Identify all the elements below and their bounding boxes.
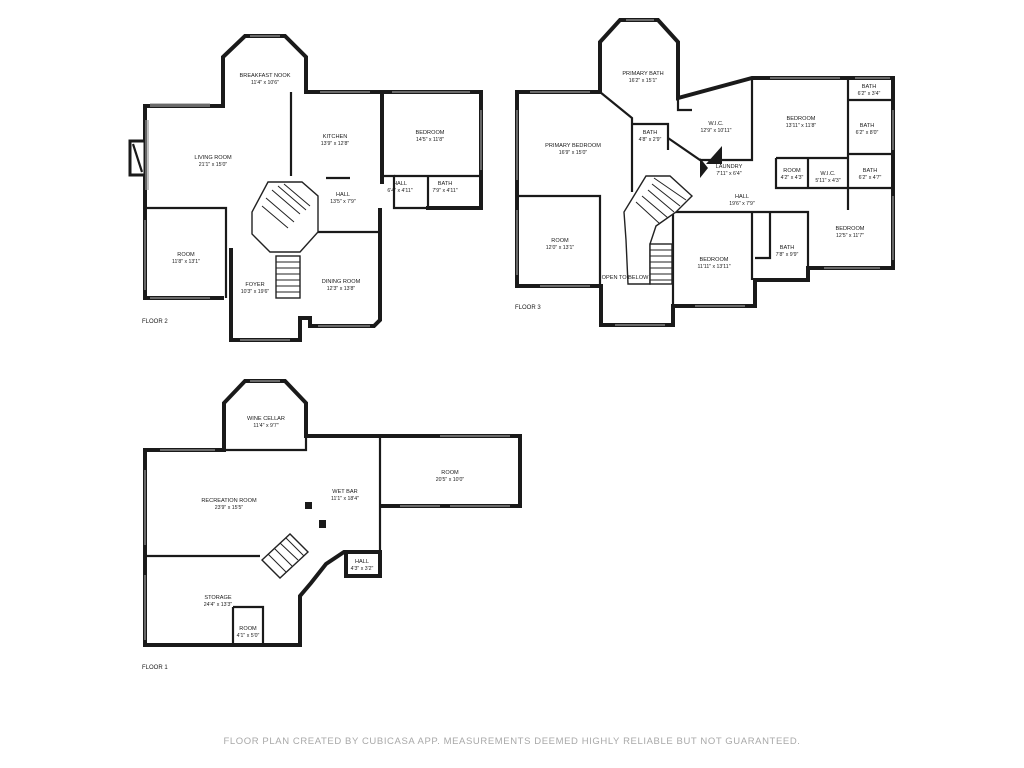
room-dimensions: 13'9" x 12'8" [321,141,350,147]
room-label: HALL [393,181,407,187]
room-dimensions: 10'3" x 19'6" [241,289,270,295]
room-label: W.I.C. [708,121,724,127]
room-dimensions: 24'4" x 13'3" [204,602,233,608]
room-dimensions: 4'2" x 4'3" [781,175,804,181]
room-label: ROOM [239,626,257,632]
room-label: ROOM [177,252,195,258]
room-dimensions: 6'4" x 4'11" [387,188,412,194]
floor-3-label: FLOOR 3 [515,305,541,311]
room-label: BEDROOM [787,116,816,122]
room-label: LIVING ROOM [194,155,232,161]
room-dimensions: 7'9" x 4'11" [432,188,457,194]
room-label: FOYER [245,282,264,288]
room-label: BATH [863,168,878,174]
room-label: LAUNDRY [716,164,743,170]
room-dimensions: 19'6" x 7'9" [729,201,755,207]
floor-2-plan: FLOOR 2 BREAKFAST NOOK 11'4" x 10'6" LIV… [128,34,483,342]
room-dimensions: 12'3" x 13'8" [327,286,356,292]
room-label: ROOM [551,238,569,244]
room-label: BATH [860,123,875,129]
room-dimensions: 13'5" x 7'9" [330,199,356,205]
room-dimensions: 11'8" x 13'1" [172,259,200,265]
room-dimensions: 12'9" x 10'11" [701,128,732,134]
disclaimer-text: FLOOR PLAN CREATED BY CUBICASA APP. MEAS… [223,736,801,747]
room-label: OPEN TO BELOW [602,275,649,281]
room-label: HALL [336,192,350,198]
room-label: W.I.C. [820,171,836,177]
room-label: PRIMARY BEDROOM [545,143,601,149]
room-label: BATH [862,84,877,90]
floor-3-plan: FLOOR 3 PRIMARY BATH 16'2" x 15'1" PRIMA… [515,18,895,327]
room-label: BEDROOM [416,130,445,136]
floor-1-plan: FLOOR 1 WINE CELLAR 11'4" x 9'7" RECREAT… [142,379,522,671]
room-label: PRIMARY BATH [622,71,663,77]
room-label: ROOM [783,168,801,174]
room-label: STORAGE [204,595,232,601]
room-dimensions: 20'5" x 10'0" [436,477,465,483]
room-label: DINING ROOM [322,279,361,285]
room-dimensions: 5'11" x 4'3" [815,178,840,184]
room-label: BREAKFAST NOOK [240,73,291,79]
room-dimensions: 16'2" x 15'1" [629,78,658,84]
room-dimensions: 7'11" x 6'4" [716,171,741,177]
room-dimensions: 6'2" x 8'0" [856,130,879,136]
room-dimensions: 12'5" x 11'7" [836,233,864,239]
room-dimensions: 4'1" x 5'0" [237,633,260,639]
room-dimensions: 11'4" x 10'6" [251,80,279,86]
room-dimensions: 11'4" x 9'7" [253,423,278,429]
room-label: HALL [735,194,749,200]
room-label: BEDROOM [836,226,865,232]
room-dimensions: 11'11" x 13'11" [697,264,730,270]
room-dimensions: 16'9" x 15'0" [559,150,588,156]
room-label: BATH [643,130,658,136]
room-dimensions: 6'2" x 4'7" [859,175,882,181]
room-dimensions: 11'1" x 18'4" [331,496,359,502]
room-label: ROOM [441,470,459,476]
floor-2-label: FLOOR 2 [142,319,168,325]
floor-1-label: FLOOR 1 [142,665,168,671]
room-dimensions: 21'1" x 15'0" [199,162,228,168]
room-label: HALL [355,559,369,565]
room-dimensions: 4'8" x 2'9" [639,137,662,143]
room-label: WET BAR [332,489,357,495]
room-dimensions: 13'11" x 11'8" [786,123,817,129]
room-dimensions: 23'9" x 15'5" [215,505,244,511]
room-dimensions: 14'5" x 11'8" [416,137,444,143]
room-dimensions: 6'2" x 3'4" [858,91,881,97]
room-dimensions: 7'8" x 9'9" [776,252,799,258]
room-label: KITCHEN [323,134,348,140]
room-label: RECREATION ROOM [201,498,257,504]
room-dimensions: 12'0" x 13'1" [546,245,575,251]
room-label: BATH [780,245,795,251]
room-label: BEDROOM [700,257,729,263]
room-label: BATH [438,181,453,187]
room-dimensions: 4'3" x 3'2" [351,566,374,572]
room-label: WINE CELLAR [247,416,285,422]
